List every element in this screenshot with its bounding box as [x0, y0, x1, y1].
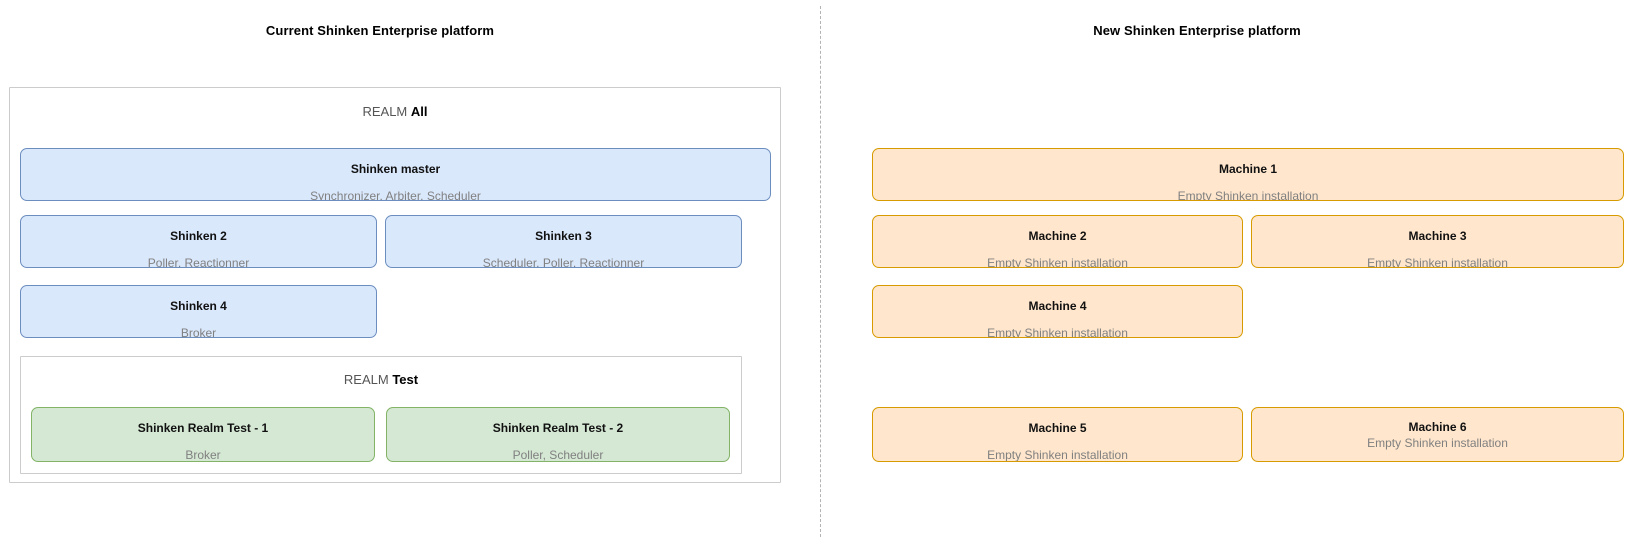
node-title: Shinken master: [350, 162, 441, 176]
node-subtitle: Scheduler, Poller, Reactionner: [482, 256, 645, 268]
node-shinken-4[interactable]: Shinken 4 Broker: [20, 285, 377, 338]
node-title: Shinken 3: [535, 229, 592, 243]
node-subtitle: Empty Shinken installation: [987, 256, 1128, 268]
node-subtitle: Broker: [185, 448, 221, 462]
node-subtitle: Poller, Reactionner: [147, 256, 250, 268]
node-machine-1[interactable]: Machine 1 Empty Shinken installation: [872, 148, 1624, 201]
node-subtitle: Empty Shinken installation: [1367, 256, 1508, 268]
node-subtitle: Empty Shinken installation: [1367, 435, 1508, 450]
node-subtitle: Broker: [180, 326, 217, 338]
node-subtitle: Poller, Scheduler: [512, 448, 604, 462]
realm-test-label: REALM Test: [20, 372, 742, 387]
node-title: Machine 1: [1218, 162, 1278, 176]
node-shinken-3[interactable]: Shinken 3 Scheduler, Poller, Reactionner: [385, 215, 742, 268]
realm-all-label-word: REALM: [362, 104, 408, 119]
node-machine-5[interactable]: Machine 5 Empty Shinken installation: [872, 407, 1243, 462]
right-panel-title: New Shinken Enterprise platform: [1093, 23, 1301, 38]
node-title: Machine 2: [1028, 229, 1087, 243]
realm-all-label-name: All: [410, 104, 428, 119]
node-title: Machine 3: [1408, 229, 1467, 243]
node-title: Shinken 2: [170, 229, 227, 243]
node-subtitle: Empty Shinken installation: [987, 448, 1128, 462]
node-title: Shinken Realm Test - 1: [137, 421, 269, 435]
left-panel-title: Current Shinken Enterprise platform: [265, 23, 495, 38]
node-machine-3[interactable]: Machine 3 Empty Shinken installation: [1251, 215, 1624, 268]
node-title: Machine 5: [1028, 421, 1087, 435]
node-title: Machine 4: [1028, 299, 1087, 313]
node-subtitle: Synchronizer, Arbiter, Scheduler: [310, 189, 481, 201]
node-title: Machine 6: [1408, 419, 1467, 434]
node-shinken-master[interactable]: Shinken master Synchronizer, Arbiter, Sc…: [20, 148, 771, 201]
node-subtitle: Empty Shinken installation: [1177, 189, 1319, 201]
node-machine-6[interactable]: Machine 6 Empty Shinken installation: [1251, 407, 1624, 462]
node-shinken-realm-test-2[interactable]: Shinken Realm Test - 2 Poller, Scheduler: [386, 407, 730, 462]
panel-divider: [820, 6, 821, 537]
node-title: Shinken Realm Test - 2: [492, 421, 624, 435]
node-title: Shinken 4: [170, 299, 227, 313]
node-subtitle: Empty Shinken installation: [987, 326, 1128, 338]
realm-all-label: REALM All: [9, 104, 781, 119]
realm-test-label-name: Test: [392, 372, 419, 387]
realm-test-label-word: REALM: [343, 372, 389, 387]
node-machine-4[interactable]: Machine 4 Empty Shinken installation: [872, 285, 1243, 338]
node-shinken-realm-test-1[interactable]: Shinken Realm Test - 1 Broker: [31, 407, 375, 462]
node-machine-2[interactable]: Machine 2 Empty Shinken installation: [872, 215, 1243, 268]
node-shinken-2[interactable]: Shinken 2 Poller, Reactionner: [20, 215, 377, 268]
